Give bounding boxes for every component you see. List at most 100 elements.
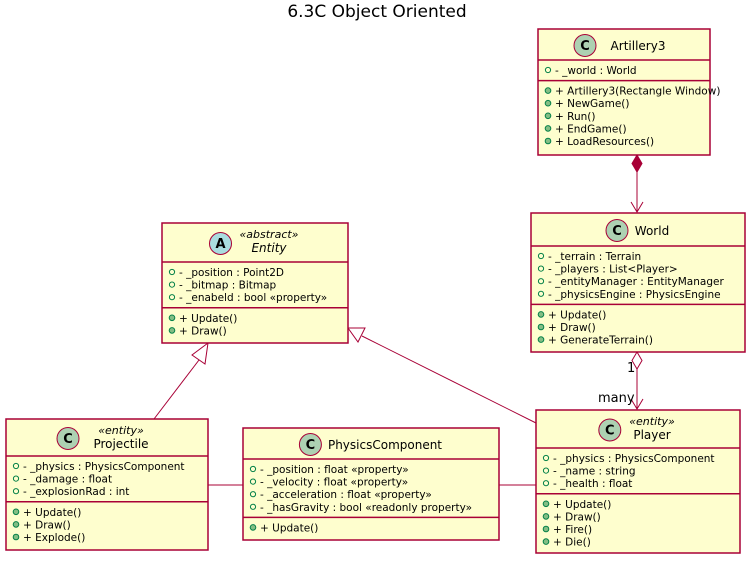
class-method: + Draw(): [553, 511, 601, 523]
multiplicity-world-end: 1: [627, 361, 635, 376]
visibility-icon: [12, 462, 20, 470]
class-method: + Die(): [553, 537, 591, 549]
class-name: Projectile: [93, 437, 148, 451]
class-box: [537, 28, 711, 156]
visibility-icon: [542, 480, 550, 487]
visibility-icon: [537, 336, 545, 343]
class-field: - _hasGravity : bool «readonly property»: [260, 502, 472, 514]
class-field: - _position : Point2D: [179, 267, 284, 279]
class-field: - _enabeld : bool «property»: [179, 292, 327, 304]
class-projectile[interactable]: C «entity»Projectile - _physics : PhysicsC…: [5, 418, 209, 551]
visibility-icon: [168, 268, 176, 276]
visibility-icon: [12, 488, 20, 495]
class-entity[interactable]: A«abstract»Entity- _position : Point2D- …: [161, 222, 349, 344]
class-method: + Update(): [260, 522, 318, 534]
visibility-icon: [168, 314, 176, 322]
class-field: - _physicsEngine : PhysicsEngine: [548, 289, 721, 301]
visibility-icon: [544, 137, 552, 145]
visibility-icon: [249, 503, 257, 510]
relation-composition-artillery3-world: [630, 154, 644, 213]
class-method: + Draw(): [548, 322, 596, 334]
class-field: - _world : World: [555, 65, 637, 77]
relation-inheritance-projectile-entity: [153, 341, 209, 420]
visibility-icon: [542, 525, 550, 533]
class-field: - _velocity : float «property»: [260, 477, 408, 489]
visibility-icon: [542, 467, 550, 474]
class-method: + Draw(): [179, 325, 227, 337]
class-method: + NewGame(): [555, 98, 630, 110]
multiplicity-player-end: many: [598, 391, 635, 406]
visibility-icon: [168, 327, 176, 334]
visibility-icon: [537, 265, 545, 272]
visibility-icon: [542, 538, 550, 545]
visibility-icon: [542, 513, 550, 520]
class-method: + Draw(): [23, 519, 71, 531]
class-field: - _entityManager : EntityManager: [548, 276, 724, 288]
class-name: PhysicsComponent: [328, 438, 442, 452]
class-name: Artillery3: [611, 39, 666, 53]
class-field: - _terrain : Terrain: [548, 251, 641, 263]
class-method: + Run(): [555, 111, 595, 123]
svg-text:C: C: [306, 438, 316, 453]
visibility-icon: [12, 508, 20, 516]
class-field: - _position : float «property»: [260, 464, 409, 476]
class-method: + Update(): [179, 313, 237, 325]
class-box: [5, 418, 209, 551]
diagram-title: 6.3C Object Oriented: [287, 2, 466, 22]
visibility-icon: [249, 491, 257, 498]
visibility-icon: [544, 99, 552, 107]
class-artillery3[interactable]: C Artillery3 - _world : World + Artillery3(…: [537, 28, 720, 156]
visibility-icon: [544, 66, 552, 74]
svg-text:C: C: [63, 432, 73, 447]
class-method: + Update(): [23, 507, 81, 519]
relation-aggregation-world-player: 1 many: [598, 351, 644, 410]
class-icon: C: [298, 433, 322, 456]
class-stereotype: «entity»: [98, 424, 144, 437]
class-stereotype: «abstract»: [240, 228, 299, 241]
class-icon: C: [605, 219, 629, 242]
visibility-icon: [537, 252, 545, 260]
class-player[interactable]: C«entity»Player- _physics : PhysicsCompo…: [535, 409, 741, 554]
class-method: + Artillery3(Rectangle Window): [555, 86, 720, 98]
class-method: + Explode(): [23, 532, 85, 544]
visibility-icon: [12, 533, 20, 541]
visibility-icon: [249, 478, 257, 485]
class-method: + EndGame(): [555, 123, 627, 135]
class-icon: C: [573, 34, 597, 57]
class-name: Entity: [251, 241, 287, 255]
svg-text:C: C: [605, 424, 615, 439]
class-field: - _explosionRad : int: [23, 486, 129, 498]
visibility-icon: [168, 294, 176, 301]
class-box: [530, 212, 746, 353]
visibility-icon: [249, 465, 257, 473]
visibility-icon: [12, 521, 20, 528]
visibility-icon: [544, 112, 552, 120]
class-method: + Fire(): [553, 524, 592, 536]
class-box: [535, 409, 741, 554]
visibility-icon: [537, 278, 545, 285]
class-method: + GenerateTerrain(): [548, 335, 653, 347]
visibility-icon: [542, 500, 550, 508]
class-physics[interactable]: C PhysicsComponent - _position : float «pr…: [242, 427, 500, 541]
class-stereotype: «entity»: [629, 415, 675, 428]
class-field: - _damage : float: [23, 474, 112, 486]
visibility-icon: [542, 454, 550, 462]
class-box: [242, 427, 500, 541]
visibility-icon: [168, 281, 176, 288]
class-field: - _physics : PhysicsComponent: [23, 461, 185, 473]
svg-text:C: C: [612, 224, 622, 239]
class-method: + Update(): [553, 499, 611, 511]
class-method: + LoadResources(): [555, 136, 654, 148]
svg-text:A: A: [215, 237, 225, 252]
class-box: [161, 222, 349, 344]
class-name: Player: [633, 428, 670, 442]
class-method: + Update(): [548, 309, 606, 321]
class-icon: C: [56, 427, 80, 450]
visibility-icon: [544, 87, 552, 94]
class-field: - _health : float: [553, 478, 632, 490]
visibility-icon: [537, 290, 545, 297]
class-field: - _bitmap : Bitmap: [179, 280, 277, 292]
abstract-class-icon: A: [209, 232, 232, 255]
